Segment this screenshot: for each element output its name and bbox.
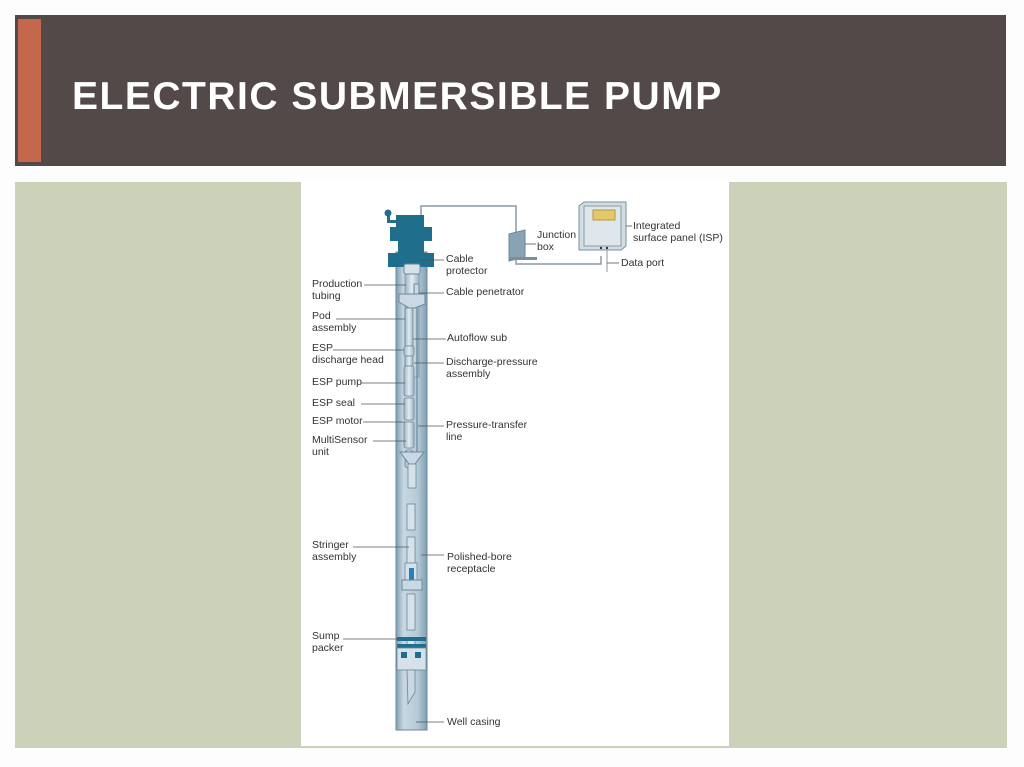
label-line: assembly — [312, 321, 357, 334]
label-esp-seal: ESP seal — [312, 397, 355, 410]
label-discharge-pressure-assembly: Discharge-pressure assembly — [446, 356, 538, 380]
label-line: MultiSensor — [312, 434, 368, 446]
label-cable-penetrator: Cable penetrator — [446, 286, 525, 299]
right-leader-lines — [413, 225, 632, 723]
label-autoflow-sub: Autoflow sub — [447, 332, 508, 345]
label-line: protector — [446, 264, 488, 277]
label-line: surface panel (ISP) — [633, 231, 723, 244]
label-line: ESP motor — [312, 415, 363, 427]
label-cable-protector: Cable protector — [446, 253, 488, 277]
label-stringer-assembly: Stringer assembly — [312, 539, 357, 563]
label-line: Well casing — [447, 716, 501, 728]
label-multisensor-unit: MultiSensor unit — [312, 434, 368, 458]
integrated-surface-panel — [578, 201, 627, 251]
title-accent-stripe — [18, 19, 41, 162]
stringer-assembly — [409, 568, 414, 580]
label-line: box — [537, 240, 554, 253]
polished-bore-receptacle — [401, 579, 423, 591]
label-integrated-surface-panel: Integrated surface panel (ISP) — [633, 220, 723, 244]
label-line: Pod — [312, 310, 331, 322]
label-line: Integrated — [633, 220, 681, 232]
label-line: ESP pump — [312, 376, 363, 388]
pod-hanger — [398, 293, 426, 309]
label-line: Cable — [446, 253, 474, 265]
label-line: Polished-bore — [447, 551, 512, 563]
label-polished-bore-receptacle: Polished-bore receptacle — [447, 551, 512, 575]
esp-string — [403, 307, 415, 469]
label-line: discharge head — [312, 353, 384, 366]
esp-diagram: Production tubing Pod assembly ESP disch… — [301, 182, 729, 746]
label-esp-pump: ESP pump — [312, 376, 363, 389]
label-line: ESP — [312, 342, 334, 354]
label-line: Discharge-pressure — [446, 356, 538, 368]
cable-penetrator — [413, 283, 420, 295]
label-esp-motor: ESP motor — [312, 415, 363, 428]
junction-box — [508, 229, 537, 262]
label-line: Data port — [621, 257, 665, 269]
sump-tail — [406, 669, 416, 706]
label-line: packer — [312, 641, 344, 654]
label-line: tubing — [312, 289, 341, 302]
wellhead — [384, 209, 434, 267]
esp-diagram-graphic — [333, 201, 632, 731]
label-line: Autoflow sub — [447, 332, 508, 344]
tail-pipe — [407, 463, 417, 489]
label-line: Pressure-transfer — [446, 419, 528, 431]
label-line: receptacle — [447, 562, 496, 575]
label-line: Junction — [537, 229, 577, 241]
label-sump-packer: Sump packer — [312, 630, 344, 654]
label-esp-discharge-head: ESP discharge head — [312, 342, 384, 366]
label-line: assembly — [312, 550, 357, 563]
label-line: Production — [312, 278, 363, 290]
title-bar: ELECTRIC SUBMERSIBLE PUMP — [15, 15, 1006, 166]
label-line: Cable penetrator — [446, 286, 525, 298]
label-pressure-transfer-line: Pressure-transfer line — [446, 419, 528, 443]
label-line: ESP seal — [312, 397, 355, 409]
label-junction-box: Junction box — [537, 229, 577, 253]
label-line: Stringer — [312, 539, 349, 551]
label-data-port: Data port — [621, 257, 665, 270]
label-line: line — [446, 430, 463, 443]
label-pod-assembly: Pod assembly — [312, 310, 357, 334]
label-line: assembly — [446, 367, 491, 380]
left-leader-lines — [333, 284, 409, 640]
sump-packer — [396, 637, 427, 671]
label-production-tubing: Production tubing — [312, 278, 363, 302]
label-line: unit — [312, 445, 329, 458]
cable-protector — [403, 263, 421, 275]
label-well-casing: Well casing — [447, 716, 501, 729]
label-line: Sump — [312, 630, 340, 642]
slide-title: ELECTRIC SUBMERSIBLE PUMP — [72, 75, 723, 118]
